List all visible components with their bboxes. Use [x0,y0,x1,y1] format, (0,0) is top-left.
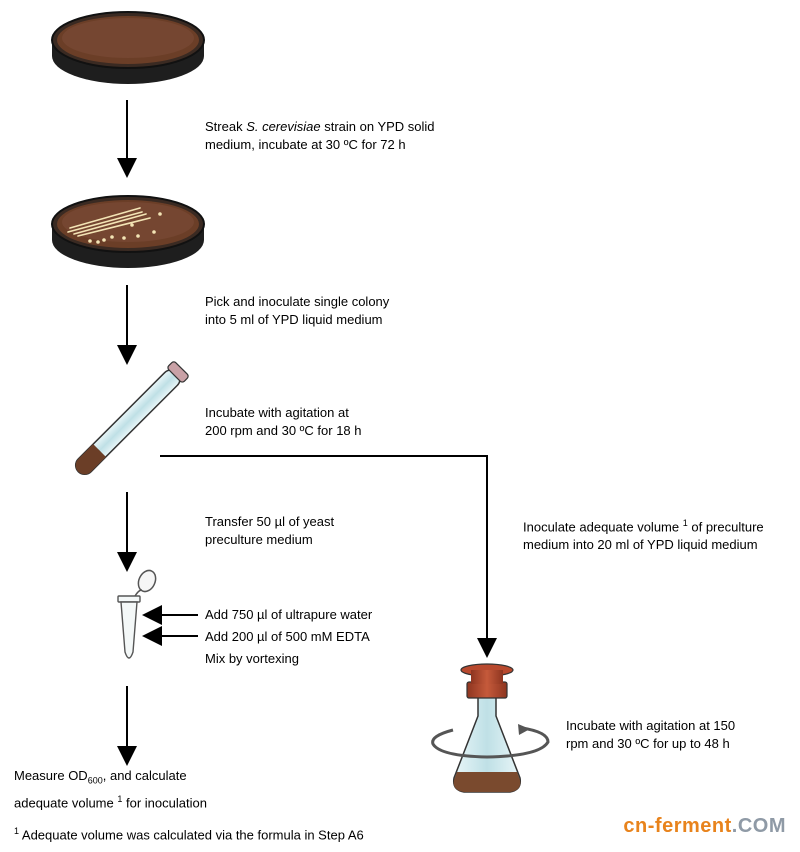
measure-text: Measure OD600, and calculate adequate vo… [14,767,207,812]
footnote-text: Adequate volume was calculated via the f… [19,827,364,843]
footnote-marker: 1 [682,518,688,528]
footnote: 1 Adequate volume was calculated via the… [14,826,364,842]
petri-dish-icon [51,11,205,84]
inoculate-line2: medium into 20 ml of YPD liquid medium [523,537,758,553]
od-subscript: 600 [87,775,103,786]
measure-line2-post: for inoculation [122,794,207,810]
footnote-number: 1 [14,826,20,836]
watermark-part2: .COM [731,815,786,837]
add-water-text: Add 750 µl of ultrapure water [205,607,373,622]
microcentrifuge-tube-icon [117,569,157,659]
add-edta-text: Add 200 µl of 500 mM EDTA [205,629,370,644]
inoculate-pre: Inoculate adequate volume [523,519,683,535]
measure-line2-pre: adequate volume [14,794,118,810]
step2-line1: Pick and inoculate single colony [205,294,390,309]
step4-line2: preculture medium [205,532,313,547]
step3-line1: Incubate with agitation at [205,405,349,420]
test-tube-icon [74,361,189,476]
streaked-petri-dish-icon [51,195,205,268]
rotation-arrow-icon [431,724,550,759]
inoculate-post: of preculture [687,519,764,535]
incubate-flask-text: Incubate with agitation at 150 rpm and 3… [566,717,735,753]
step4-text: Transfer 50 µl of yeast preculture mediu… [205,513,334,549]
erlenmeyer-flask-icon [452,663,522,793]
inoculate-text: Inoculate adequate volume 1 of precultur… [523,514,764,554]
branch-arrow [160,455,497,658]
step2-line2: into 5 ml of YPD liquid medium [205,312,383,327]
step2-text: Pick and inoculate single colony into 5 … [205,293,389,329]
step4-line1: Transfer 50 µl of yeast [205,514,335,529]
watermark-logo: cn-ferment.COM [623,815,786,838]
incubate-flask-line1: Incubate with agitation at 150 [566,718,736,733]
step1-text: Streak S. cerevisiae strain on YPD solid… [205,118,435,154]
step1-line2: medium, incubate at 30 ºC for 72 h [205,137,406,152]
species-name: S. cerevisiae [246,119,321,134]
measure-post: , and calculate [102,768,187,783]
footnote-marker: 1 [117,793,123,804]
incubate-flask-line2: rpm and 30 ºC for up to 48 h [566,736,730,751]
mix-text: Mix by vortexing [205,651,299,666]
step3-text: Incubate with agitation at 200 rpm and 3… [205,404,362,440]
watermark-part1: cn-ferment [623,815,732,837]
step1-pre: Streak [205,119,247,134]
step1-post: strain on YPD solid [320,119,435,134]
step3-line2: 200 rpm and 30 ºC for 18 h [205,423,362,438]
measure-pre: Measure OD [14,768,88,783]
